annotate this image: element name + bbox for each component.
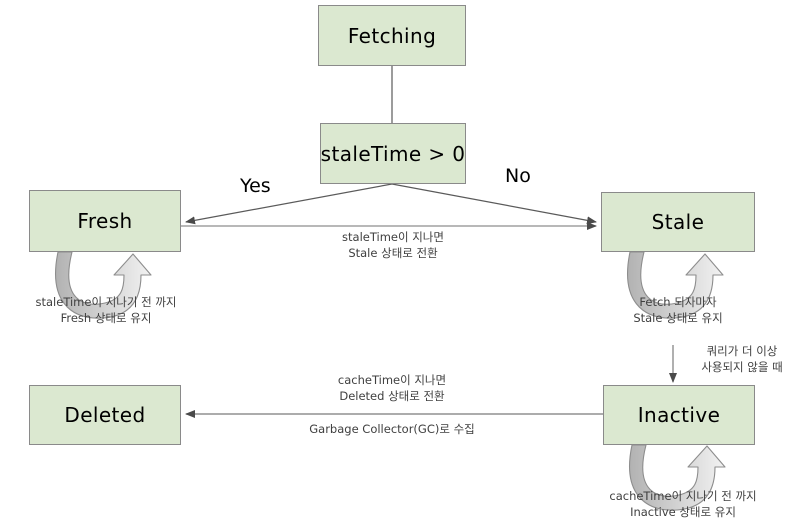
connector-staletime-to-stale xyxy=(391,183,597,225)
node-staletime-condition-label: staleTime > 0 xyxy=(320,141,466,166)
edge-label-stale-to-fresh: staleTime이 지나면 Stale 상태로 전환 xyxy=(342,230,444,260)
node-deleted-label: Deleted xyxy=(64,403,146,427)
node-stale[interactable]: Stale xyxy=(601,192,755,252)
node-fresh[interactable]: Fresh xyxy=(29,190,181,252)
node-stale-label: Stale xyxy=(651,210,705,234)
edge-label-stale-self-loop: Fetch 되자마자 Stale 상태로 유지 xyxy=(633,295,723,325)
connector-staletime-to-fresh xyxy=(185,183,393,225)
node-inactive-label: Inactive xyxy=(637,403,721,427)
node-staletime-condition[interactable]: staleTime > 0 xyxy=(320,123,466,184)
node-fetching-label: Fetching xyxy=(347,23,437,48)
node-inactive[interactable]: Inactive xyxy=(603,385,755,445)
edge-label-inactive-to-deleted-bottom: Garbage Collector(GC)로 수집 xyxy=(309,422,475,436)
edge-label-stale-to-inactive: 쿼리가 더 이상 사용되지 않을 때 xyxy=(701,344,783,374)
self-loop-arrow-stale xyxy=(627,251,724,319)
node-fresh-label: Fresh xyxy=(77,209,133,233)
edge-label-fresh-self-loop: staleTime이 지나기 전 까지 Fresh 상태로 유지 xyxy=(35,295,177,325)
branch-label-yes: Yes xyxy=(240,175,271,197)
branch-label-no: No xyxy=(505,165,531,187)
self-loop-arrow-fresh xyxy=(55,251,152,319)
edge-label-inactive-to-deleted-top: cacheTime이 지나면 Deleted 상태로 전환 xyxy=(337,373,447,403)
edge-label-inactive-self-loop: cacheTime이 지나기 전 까지 Inactive 상태로 유지 xyxy=(609,489,757,519)
self-loop-arrow-inactive xyxy=(629,444,726,511)
node-deleted[interactable]: Deleted xyxy=(29,385,181,445)
node-fetching[interactable]: Fetching xyxy=(318,5,466,66)
